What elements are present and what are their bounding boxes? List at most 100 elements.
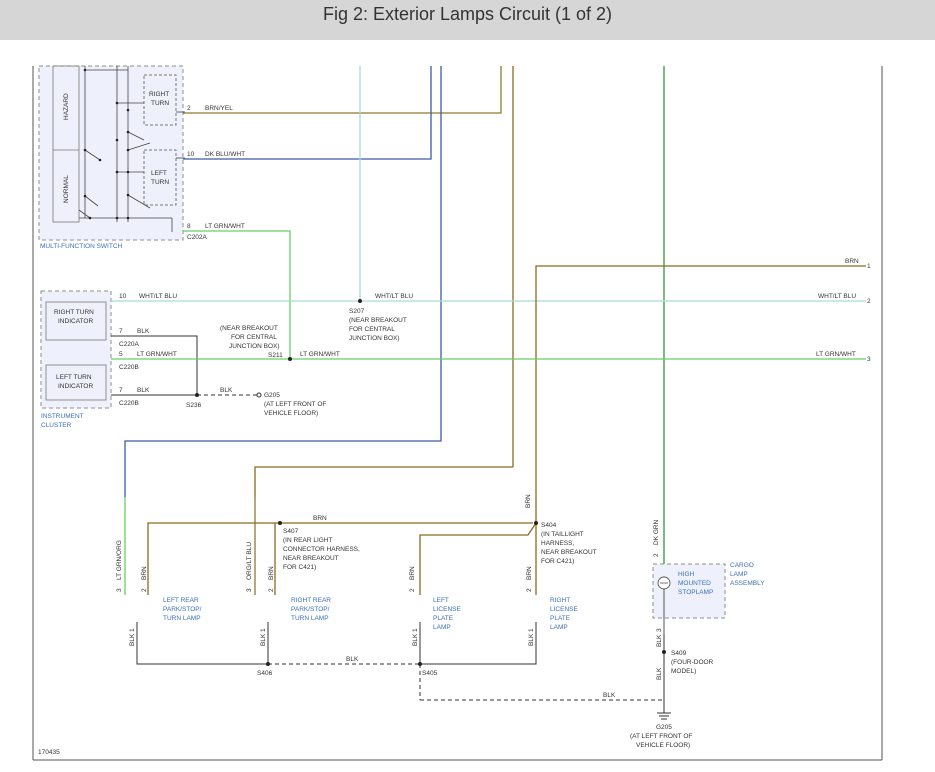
splice-s211-dot bbox=[288, 357, 292, 361]
ic-right-indicator-box bbox=[45, 301, 107, 341]
wire-brn-rl-label: BRN bbox=[526, 566, 533, 580]
left-rear-lamp: LEFT REAR PARK/STOP/ TURN LAMP bbox=[163, 597, 202, 622]
splice-s406-label: S406 bbox=[257, 670, 273, 677]
ic-left-indicator-label-2: INDICATOR bbox=[58, 383, 93, 390]
figure-number: 170435 bbox=[38, 749, 60, 756]
splice-s211-line-4: S211 bbox=[268, 352, 283, 359]
pin-1-right-label: 1 bbox=[867, 263, 871, 270]
pin-2-hm-label: 2 bbox=[653, 553, 660, 557]
wire-lt-grn-org-label: LT GRN/ORG bbox=[116, 540, 123, 580]
pin-3-lr-label: 3 bbox=[116, 588, 123, 592]
left-rear-lamp-line-3: TURN LAMP bbox=[163, 615, 201, 622]
ground-g205-top-line-1: G205 bbox=[264, 392, 280, 399]
wire-blk-c220b-label: BLK bbox=[137, 387, 150, 394]
ground-g205-bottom-line-3: VEHICLE FLOOR) bbox=[636, 742, 690, 749]
splice-s236-dot bbox=[195, 393, 199, 397]
wire-blk-bottom-label: BLK bbox=[346, 656, 359, 663]
ground-g205-top-line-3: VEHICLE FLOOR) bbox=[264, 410, 318, 417]
splice-s207-line-3: FOR CENTRAL bbox=[349, 326, 395, 333]
splice-s236-label: S236 bbox=[186, 402, 202, 409]
splice-s211-line-3: JUNCTION BOX) bbox=[229, 343, 280, 350]
right-license-lamp-line-4: LAMP bbox=[550, 624, 568, 631]
left-rear-lamp-line-1: LEFT REAR bbox=[163, 597, 199, 604]
hm-stoplamp-line-2: MOUNTED bbox=[678, 580, 711, 587]
ground-g205-bottom-line-2: (AT LEFT FRONT OF bbox=[630, 733, 692, 740]
cargo-lamp-outline bbox=[652, 563, 726, 619]
wire-brn-horizontal bbox=[535, 265, 866, 497]
wire-blk-c220a bbox=[111, 335, 198, 395]
right-rear-lamp-line-2: PARK/STOP/ bbox=[291, 606, 330, 613]
ic-right-indicator-label-2: INDICATOR bbox=[58, 318, 93, 325]
splice-s404-line-5: FOR C421) bbox=[541, 558, 574, 565]
hm-stoplamp-line-1: HIGH bbox=[678, 571, 695, 578]
pin-7-c220a-label: 7 bbox=[119, 328, 123, 335]
left-license-lamp: LEFT LICENSE PLATE LAMP bbox=[433, 597, 461, 631]
splice-s404-dot bbox=[534, 521, 538, 525]
ic-label-2: CLUSTER bbox=[41, 422, 72, 429]
wire-brn-label-top: BRN bbox=[845, 258, 859, 265]
pin-5-label: 5 bbox=[119, 351, 123, 358]
wire-dk-blu-wht bbox=[183, 66, 432, 160]
left-license-lamp-line-4: LAMP bbox=[433, 624, 451, 631]
splice-s404-line-4: NEAR BREAKOUT bbox=[541, 549, 597, 556]
wire-wht-lt-blu-label-1: WHT/LT BLU bbox=[139, 293, 177, 300]
splice-s407-text: S407 (IN REAR LIGHT CONNECTOR HARNESS, N… bbox=[283, 528, 360, 571]
wire-blk-lr-label: BLK bbox=[129, 633, 136, 646]
wire-org-lt-blu-label: ORG/LT BLU bbox=[246, 542, 253, 580]
ground-g205-top-line-2: (AT LEFT FRONT OF bbox=[264, 401, 326, 408]
splice-s405-dot bbox=[418, 662, 422, 666]
pin-3-right-label: 3 bbox=[867, 356, 871, 363]
wire-blk-c220a-label: BLK bbox=[137, 328, 150, 335]
splice-s407-line-4: NEAR BREAKOUT bbox=[283, 555, 339, 562]
ic-right-indicator-label-1: RIGHT TURN bbox=[54, 309, 94, 316]
splice-s404-line-3: HARNESS, bbox=[541, 540, 574, 547]
right-rear-lamp: RIGHT REAR PARK/STOP/ TURN LAMP bbox=[291, 597, 331, 622]
wire-blk-g205-label: BLK bbox=[220, 387, 233, 394]
wire-blk-s409-label: BLK bbox=[656, 667, 663, 680]
page-title: Fig 2: Exterior Lamps Circuit (1 of 2) bbox=[322, 4, 613, 24]
wire-brn-ll-label: BRN bbox=[409, 566, 416, 580]
mfs-left-turn-label-1: LEFT bbox=[151, 170, 167, 177]
right-license-lamp: RIGHT LICENSE PLATE LAMP bbox=[550, 597, 578, 631]
left-rear-lamp-line-2: PARK/STOP/ bbox=[163, 606, 202, 613]
splice-s407-line-2: (IN REAR LIGHT bbox=[283, 537, 333, 544]
splice-s207-dot bbox=[358, 299, 362, 303]
connector-c220a-label: C220A bbox=[119, 341, 140, 348]
mfs-normal-label: NORMAL bbox=[63, 175, 70, 203]
pin-7-c220b-label: 7 bbox=[119, 387, 123, 394]
cargo-lamp-assembly: HIGH MOUNTED STOPLAMP CARGO LAMP ASSEMBL… bbox=[652, 562, 765, 634]
hm-stoplamp-line-3: STOPLAMP bbox=[678, 589, 713, 596]
wire-lt-grn-wht-label-2: LT GRN/WHT bbox=[300, 351, 340, 358]
right-rear-lamp-line-1: RIGHT REAR bbox=[291, 597, 331, 604]
left-license-lamp-line-2: LICENSE bbox=[433, 606, 461, 613]
ic-left-indicator-box bbox=[45, 364, 107, 401]
wire-dk-grn-label: DK GRN bbox=[653, 519, 660, 545]
ic-left-indicator-label-1: LEFT TURN bbox=[56, 374, 92, 381]
pin-3-hm-label: 3 bbox=[656, 628, 663, 632]
splice-s407-line-3: CONNECTOR HARNESS, bbox=[283, 546, 360, 553]
splice-s407-line-1: S407 bbox=[283, 528, 299, 535]
pin-2-right-label: 2 bbox=[867, 298, 871, 305]
wire-lt-grn-wht-label-3: LT GRN/WHT bbox=[816, 351, 856, 358]
splice-s409-line-3: MODEL) bbox=[671, 668, 696, 675]
wire-brn-left-license bbox=[419, 522, 537, 595]
pin-10-label: 10 bbox=[187, 151, 195, 158]
wire-blk-s405-right bbox=[419, 622, 537, 665]
pin-1-ll-label: 1 bbox=[412, 628, 419, 632]
wire-brn-yel-label: BRN/YEL bbox=[205, 105, 233, 112]
mfs-connector-label: C202A bbox=[187, 234, 208, 241]
wire-brn-label-vertical: BRN bbox=[525, 494, 532, 508]
splice-s207-line-1: S207 bbox=[349, 308, 365, 315]
splice-s211-line-1: (NEAR BREAKOUT bbox=[220, 325, 278, 332]
mfs-right-turn-box bbox=[143, 74, 177, 126]
pin-1-lr-label: 1 bbox=[129, 628, 136, 632]
cargo-lamp-line-3: ASSEMBLY bbox=[730, 580, 765, 587]
wire-blk-hm-label: BLK bbox=[656, 634, 663, 647]
multi-function-switch: HAZARD NORMAL RIGHT TURN LEFT TURN MULTI… bbox=[38, 65, 208, 250]
splice-s404-line-2: (IN TAILLIGHT bbox=[541, 531, 584, 538]
right-license-lamp-line-2: LICENSE bbox=[550, 606, 578, 613]
splice-s409-dot bbox=[662, 650, 666, 654]
wire-blk-rl-label: BLK bbox=[528, 633, 535, 646]
splice-s405-label: S405 bbox=[422, 670, 438, 677]
splice-s406-dot bbox=[266, 662, 270, 666]
